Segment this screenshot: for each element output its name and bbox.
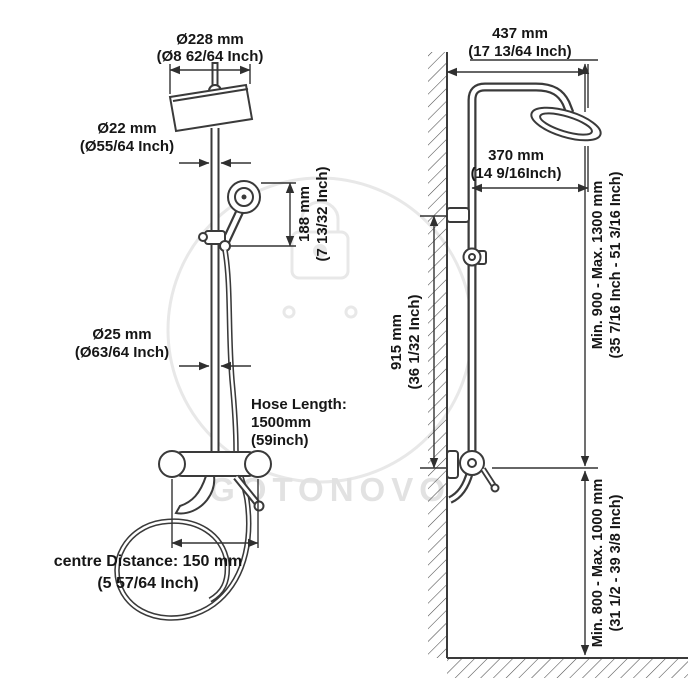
centre-distance-inch: (5 57/64 Inch): [97, 575, 198, 592]
upper-install-range-mm: Min. 900 - Max. 1300 mm: [590, 181, 606, 349]
riser-height-mm: 915 mm: [388, 314, 405, 370]
hose-length-label: Hose Length:: [251, 396, 347, 413]
side-riser-pipe: [467, 82, 575, 468]
hose-length-inch: (59inch): [251, 432, 309, 449]
front-hand-shower: [198, 180, 261, 252]
lower-pipe-mm: Ø25 mm: [92, 326, 151, 343]
upper-install-range-inch: (35 7/16 Inch - 51 3/16 Inch): [608, 171, 624, 358]
side-shower-head: [530, 106, 602, 142]
wall-projection-mm: 437 mm: [492, 25, 548, 42]
arm-projection-inch: (14 9/16Inch): [471, 165, 562, 182]
handshower-height-mm: 188 mm: [296, 186, 313, 242]
side-wall-bracket: [446, 207, 487, 267]
hose-length-value: 1500mm: [251, 414, 311, 431]
head-diameter-mm: Ø228 mm: [176, 31, 244, 48]
front-shower-head: [168, 83, 254, 133]
dim-upper-install-range: Min. 900 - Max. 1300 mm (35 7/16 Inch - …: [492, 63, 624, 469]
dim-centre-distance: centre Distance: 150 mm (5 57/64 Inch): [54, 479, 259, 592]
handshower-height-inch: (7 13/32 Inch): [314, 166, 331, 261]
dim-lower-pipe-diameter: Ø25 mm (Ø63/64 Inch): [75, 326, 251, 371]
upper-pipe-inch: (Ø55/64 Inch): [80, 138, 174, 155]
wall-section: [428, 52, 688, 678]
label-hose-length: Hose Length: 1500mm (59inch): [251, 396, 347, 449]
front-view: Ø228 mm (Ø8 62/64 Inch) Ø22 mm (Ø55/64 I…: [54, 31, 347, 621]
lower-pipe-inch: (Ø63/64 Inch): [75, 344, 169, 361]
head-diameter-inch: (Ø8 62/64 Inch): [157, 48, 264, 65]
dim-arm-projection: 370 mm (14 9/16Inch): [471, 146, 589, 193]
dim-handshower-height: 188 mm (7 13/32 Inch): [231, 166, 331, 262]
arm-projection-mm: 370 mm: [488, 147, 544, 164]
side-view: 437 mm (17 13/64 Inch) 370 mm (14 9/16In…: [388, 25, 688, 678]
dim-lower-install-range: Min. 800 - Max. 1000 mm (31 1/2 - 39 3/8…: [580, 470, 624, 656]
upper-pipe-mm: Ø22 mm: [97, 120, 156, 137]
side-mixer-faucet: [446, 450, 500, 504]
front-hose: [114, 249, 252, 621]
dim-head-diameter: Ø228 mm (Ø8 62/64 Inch): [157, 31, 264, 94]
dim-riser-height: 915 mm (36 1/32 Inch): [388, 215, 447, 469]
dim-wall-projection: 437 mm (17 13/64 Inch): [446, 25, 598, 108]
wall-projection-inch: (17 13/64 Inch): [468, 43, 571, 60]
front-mixer-faucet: [158, 450, 272, 515]
lower-install-range-mm: Min. 800 - Max. 1000 mm: [590, 479, 606, 647]
lower-install-range-inch: (31 1/2 - 39 3/8 Inch): [608, 494, 624, 631]
dim-upper-pipe-diameter: Ø22 mm (Ø55/64 Inch): [80, 120, 251, 168]
centre-distance-mm: centre Distance: 150 mm: [54, 553, 243, 570]
riser-height-inch: (36 1/32 Inch): [406, 294, 423, 389]
